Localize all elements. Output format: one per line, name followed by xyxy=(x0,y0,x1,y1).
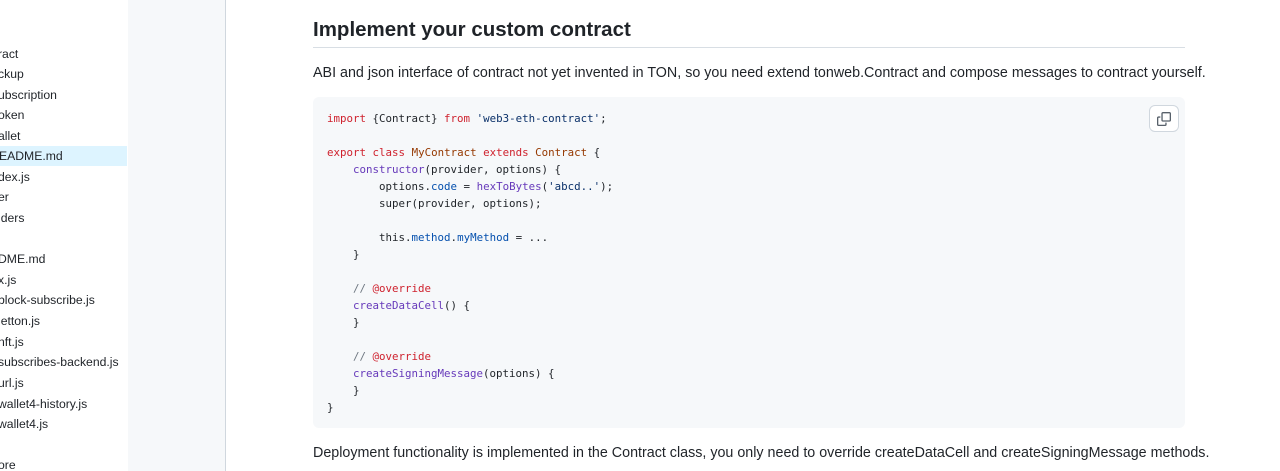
code-token: myMethod xyxy=(457,231,510,244)
code-token: this. xyxy=(379,231,412,244)
copy-icon xyxy=(1157,112,1171,126)
tree-item-label: dex.js xyxy=(0,170,30,184)
tree-item-label: wallet4-history.js xyxy=(0,397,88,411)
code-token: ; xyxy=(600,112,607,125)
code-token: options. xyxy=(379,180,432,193)
tree-item[interactable]: wallet4.js xyxy=(0,414,127,434)
tree-item-label: ract xyxy=(0,47,19,61)
code-token: (options) { xyxy=(483,367,555,380)
tree-item-label: nft.js xyxy=(0,335,24,349)
code-token: ); xyxy=(600,180,614,193)
tree-item-selected[interactable]: EADME.md xyxy=(0,146,127,166)
code-token: code xyxy=(431,180,458,193)
code-token: } xyxy=(353,316,360,329)
tree-item[interactable]: url.js xyxy=(0,373,127,393)
tree-item[interactable]: dex.js xyxy=(0,167,127,187)
tree-item-label: x.js xyxy=(0,273,17,287)
readme-content: Implement your custom contract ABI and j… xyxy=(225,0,1280,471)
code-token: createSigningMessage xyxy=(353,367,484,380)
tree-item-label: ore xyxy=(0,458,16,471)
code-token: 'web3-eth-contract' xyxy=(476,112,601,125)
tree-item-label: allet xyxy=(0,129,21,143)
code-token: ( xyxy=(541,180,549,193)
code-token: = ... xyxy=(509,231,549,244)
tree-item[interactable]: wallet4-history.js xyxy=(0,394,127,414)
tree-item-label: subscribes-backend.js xyxy=(0,355,119,369)
tree-item-label: iders xyxy=(0,211,25,225)
tree-item[interactable]: jetton.js xyxy=(0,311,127,331)
code-token: @override xyxy=(372,282,432,295)
code-token: 'abcd..' xyxy=(548,180,601,193)
code-token: @override xyxy=(372,350,432,363)
code-token: () { xyxy=(444,299,471,312)
tree-item[interactable]: er xyxy=(0,187,127,207)
tree-item[interactable]: ract xyxy=(0,44,127,64)
code-token: createDataCell xyxy=(353,299,445,312)
tree-item[interactable]: nft.js xyxy=(0,332,127,352)
tree-item[interactable]: iders xyxy=(0,208,127,228)
tree-item[interactable]: oken xyxy=(0,105,127,125)
file-tree-sidebar: ract ckup ubscription oken allet EADME.m… xyxy=(0,0,129,471)
tree-item-label: ckup xyxy=(0,67,24,81)
code-token: } xyxy=(353,248,360,261)
tree-item-label: block-subscribe.js xyxy=(0,293,95,307)
tree-item[interactable]: subscribes-backend.js xyxy=(0,352,127,372)
code-token: // xyxy=(353,282,373,295)
code-token: (provider, options) { xyxy=(424,163,562,176)
tree-item-label: EADME.md xyxy=(0,149,63,163)
tree-item[interactable]: block-subscribe.js xyxy=(0,290,127,310)
section-heading: Implement your custom contract xyxy=(313,16,1185,48)
code-token: constructor xyxy=(353,163,425,176)
tree-item-label: DME.md xyxy=(0,252,46,266)
code-token: hexToBytes xyxy=(476,180,542,193)
code-content: import {Contract} from 'web3-eth-contrac… xyxy=(327,110,613,416)
tree-item[interactable]: x.js xyxy=(0,270,127,290)
code-token: export xyxy=(327,146,367,159)
code-token: { xyxy=(587,146,601,159)
code-token: class xyxy=(372,146,406,159)
intro-paragraph: ABI and json interface of contract not y… xyxy=(313,65,1206,81)
code-token: MyContract xyxy=(411,146,477,159)
code-token: method xyxy=(411,231,451,244)
code-token: import xyxy=(327,112,367,125)
tree-item-label: jetton.js xyxy=(0,314,41,328)
tree-item[interactable]: ubscription xyxy=(0,85,127,105)
tree-item[interactable]: ore xyxy=(0,455,127,471)
tree-item[interactable]: allet xyxy=(0,126,127,146)
deployment-paragraph: Deployment functionality is implemented … xyxy=(313,445,1210,461)
tree-item-label: ubscription xyxy=(0,88,57,102)
code-token: } xyxy=(327,401,334,414)
code-token: . xyxy=(450,231,458,244)
tree-item-label: wallet4.js xyxy=(0,417,49,431)
tree-item-label: oken xyxy=(0,108,25,122)
layout-gutter xyxy=(128,0,225,471)
tree-item-label: url.js xyxy=(0,376,24,390)
tree-item[interactable]: ckup xyxy=(0,64,127,84)
code-token: Contract xyxy=(535,146,588,159)
code-token: from xyxy=(444,112,471,125)
code-token: = xyxy=(457,180,477,193)
code-token: // xyxy=(353,350,373,363)
code-token: } xyxy=(353,384,360,397)
tree-item-label: er xyxy=(0,190,9,204)
code-block: import {Contract} from 'web3-eth-contrac… xyxy=(313,97,1185,428)
copy-button[interactable] xyxy=(1149,105,1179,132)
code-token: extends xyxy=(483,146,529,159)
code-token: super(provider, options); xyxy=(379,197,542,210)
tree-item[interactable]: DME.md xyxy=(0,249,127,269)
code-token: {Contract} xyxy=(366,112,445,125)
